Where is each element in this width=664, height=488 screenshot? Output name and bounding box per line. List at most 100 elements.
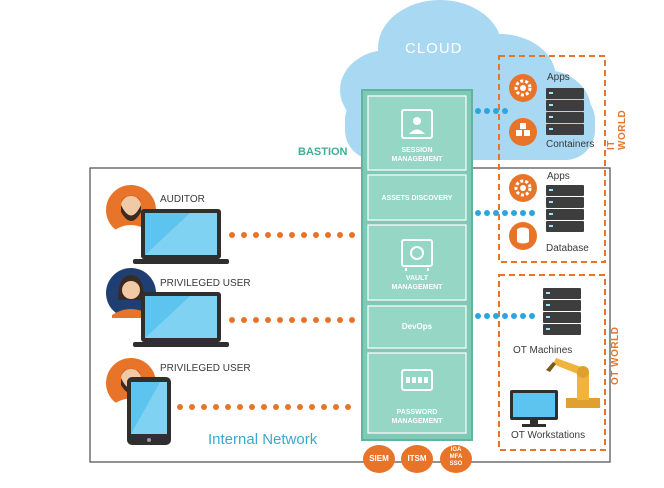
connector-dot [313, 232, 319, 238]
server-led [549, 189, 553, 191]
connector-dot [201, 404, 207, 410]
tablet-privileged-user [127, 377, 171, 445]
world-links [475, 108, 535, 319]
server-led [549, 201, 553, 203]
connector-dot [493, 108, 499, 114]
connector-dot [265, 317, 271, 323]
connector-dot [475, 210, 481, 216]
connector-dot [213, 404, 219, 410]
bastion-label: BASTION [298, 146, 348, 158]
server-unit [543, 324, 581, 335]
integration-siem: SIEM [369, 454, 389, 463]
integration-iga-mfa-sso: IGA MFA SSO [449, 447, 463, 467]
it-apps-label-2: Apps [547, 171, 570, 182]
connector-dot [502, 313, 508, 319]
connector-dot [297, 404, 303, 410]
server-unit [546, 112, 584, 123]
ot-workstations-label: OT Workstations [511, 430, 586, 441]
bastion-module-password-management: PASSWORD MANAGEMENT [391, 409, 443, 425]
server-stacks [543, 88, 584, 335]
server-led [549, 92, 553, 94]
bastion-module-devops: DevOps [401, 322, 433, 331]
server-unit [543, 300, 581, 311]
connector-dot [277, 232, 283, 238]
server-led [549, 213, 553, 215]
server-unit [546, 197, 584, 208]
user-label-privileged-user-2: PRIVILEGED USER [160, 363, 251, 374]
connector-dot [261, 404, 267, 410]
server-led [546, 304, 550, 306]
user-links [177, 232, 355, 410]
connector-dot [349, 317, 355, 323]
gear-icon [509, 74, 537, 102]
server-unit [546, 100, 584, 111]
connector-dot [273, 404, 279, 410]
connector-dot [237, 404, 243, 410]
connector-dot [484, 313, 490, 319]
bastion-module-assets-discovery: ASSETS DISCOVERY [381, 195, 453, 202]
connector-dot [253, 317, 259, 323]
server-unit [546, 221, 584, 232]
connector-dot [229, 232, 235, 238]
connector-dot [189, 404, 195, 410]
connector-dot [285, 404, 291, 410]
user-label-privileged-user-1: PRIVILEGED USER [160, 278, 251, 289]
it-world-label: IT WORLD [606, 109, 628, 150]
integration-itsm: ITSM [407, 454, 427, 463]
ot-world-label: OT WORLD [610, 326, 621, 385]
connector-dot [520, 313, 526, 319]
connector-dot [241, 317, 247, 323]
server-unit [546, 209, 584, 220]
connector-dot [493, 313, 499, 319]
laptop-auditor [133, 209, 229, 264]
connector-dot [511, 313, 517, 319]
connector-dot [289, 232, 295, 238]
containers-icon [509, 118, 537, 146]
password-keypad-icon [401, 369, 433, 391]
connector-dot [289, 317, 295, 323]
user-label-auditor: AUDITOR [160, 194, 205, 205]
connector-dot [241, 232, 247, 238]
connector-dot [325, 232, 331, 238]
server-led [549, 225, 553, 227]
connector-dot [493, 210, 499, 216]
connector-dot [325, 317, 331, 323]
connector-dot [265, 232, 271, 238]
connector-dot [249, 404, 255, 410]
server-led [546, 328, 550, 330]
ot-world-frame [498, 274, 606, 451]
connector-dot [321, 404, 327, 410]
connector-dot [337, 317, 343, 323]
internal-network-label: Internal Network [208, 431, 318, 448]
connector-dot [520, 210, 526, 216]
bastion-modules [367, 95, 467, 434]
server-unit [546, 124, 584, 135]
server-led [546, 292, 550, 294]
server-unit [543, 288, 581, 299]
server-unit [546, 88, 584, 99]
server-led [549, 116, 553, 118]
connector-dot [177, 404, 183, 410]
connector-dot [229, 317, 235, 323]
connector-dot [337, 232, 343, 238]
gear-icon [509, 174, 537, 202]
session-manager-icon [401, 109, 433, 139]
connector-dot [349, 232, 355, 238]
connector-dot [253, 232, 259, 238]
server-led [546, 316, 550, 318]
connector-dot [313, 317, 319, 323]
connector-dot [475, 313, 481, 319]
connector-dot [511, 210, 517, 216]
connector-dot [502, 210, 508, 216]
server-unit [543, 312, 581, 323]
robot-arm-icon [546, 358, 600, 408]
laptop-privileged-user [133, 292, 229, 347]
it-world-frame [498, 55, 606, 263]
ot-machines-label: OT Machines [513, 345, 573, 356]
connector-dot [475, 108, 481, 114]
it-apps-label-1: Apps [547, 72, 570, 83]
connector-dot [301, 317, 307, 323]
vault-safe-icon [401, 239, 433, 271]
internal-network-frame [89, 167, 611, 463]
connector-dot [484, 210, 490, 216]
